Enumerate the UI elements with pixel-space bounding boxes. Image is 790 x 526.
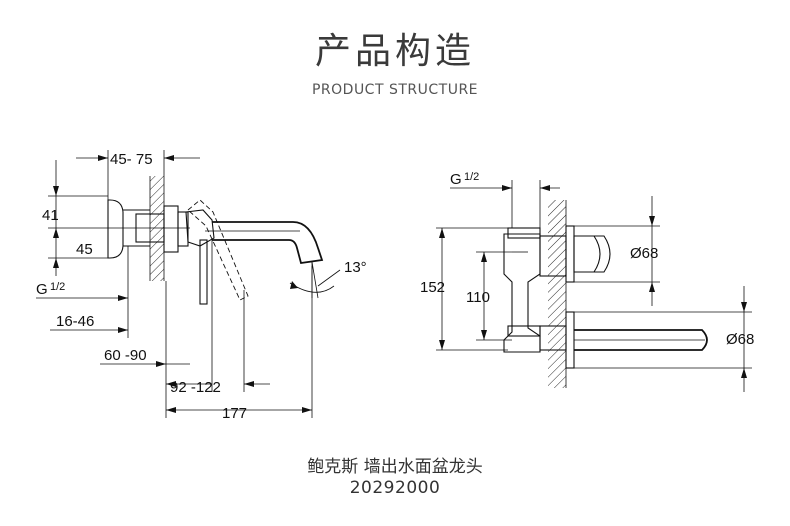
dim-g-thread-right: G — [450, 171, 462, 188]
dim-92-122: 92 -122 — [170, 379, 221, 396]
handle-knob — [573, 235, 611, 273]
spout-front — [574, 329, 708, 351]
front-section-drawing: G 1/2 152 110 Ø68 Ø68 — [420, 171, 754, 392]
wall-hatch-right — [548, 200, 566, 388]
dim-angle-13: 13° — [344, 259, 367, 276]
wall-hatch-left — [150, 176, 164, 281]
dim-g-thread-left-frac: 1/2 — [50, 281, 65, 293]
model-number: 20292000 — [349, 478, 441, 498]
escutcheon-plate — [107, 199, 124, 259]
side-view-drawing: 45- 75 41 45 G 1/2 16-46 60 -90 — [36, 150, 367, 422]
lever-handle — [199, 239, 208, 305]
dim-60-90: 60 -90 — [104, 347, 147, 364]
dim-177: 177 — [222, 405, 247, 422]
dim-152: 152 — [420, 279, 445, 296]
page-title: 产品构造 — [314, 31, 475, 72]
page-subtitle: PRODUCT STRUCTURE — [311, 82, 479, 98]
dim-diameter-68-top: Ø68 — [630, 245, 658, 262]
dim-16-46: 16-46 — [56, 313, 94, 330]
dim-45: 45 — [76, 241, 93, 258]
dim-g-thread-left: G — [36, 281, 48, 298]
dim-41: 41 — [42, 207, 59, 224]
dim-110: 110 — [466, 289, 490, 306]
product-name: 鲍克斯 墙出水面盆龙头 — [307, 457, 483, 477]
spout — [212, 221, 324, 265]
dim-45-75: 45- 75 — [110, 151, 153, 168]
dim-g-thread-right-frac: 1/2 — [464, 171, 479, 183]
dim-diameter-68-bottom: Ø68 — [726, 331, 754, 348]
